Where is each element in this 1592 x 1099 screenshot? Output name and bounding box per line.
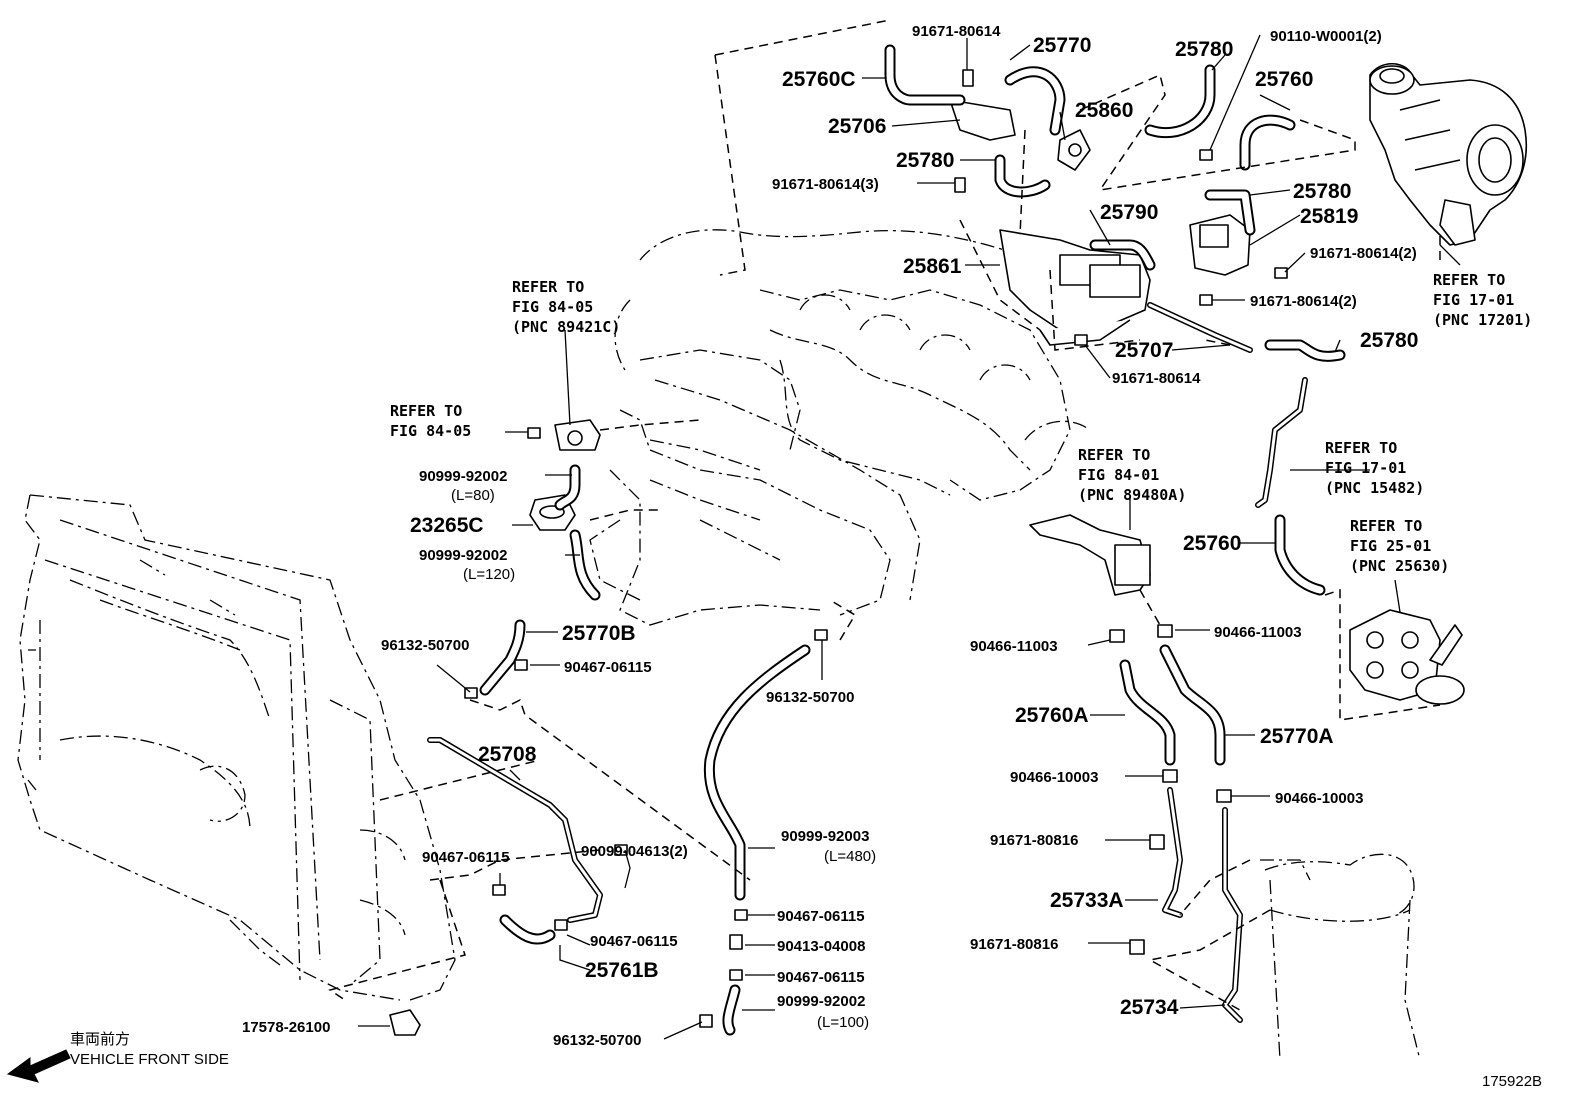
radiator bbox=[17, 494, 456, 1001]
svg-text:(PNC 25630): (PNC 25630) bbox=[1350, 557, 1449, 575]
label-90999-92002-c: 90999-92002 bbox=[777, 993, 865, 1010]
label-17578-26100: 17578-26100 bbox=[242, 1019, 330, 1036]
label-91671-80614-b: 91671-80614 bbox=[1112, 370, 1201, 387]
figure-id: 175922B bbox=[1482, 1073, 1542, 1090]
label-90466-11003-b: 90466-11003 bbox=[1214, 624, 1302, 641]
svg-text:FIG 84-01: FIG 84-01 bbox=[1078, 466, 1159, 484]
dashed-boundaries bbox=[328, 19, 1441, 1011]
label-90999-92002-a-len: (L=80) bbox=[451, 487, 495, 504]
svg-text:REFER TO: REFER TO bbox=[1078, 446, 1150, 464]
refer-fig-84-01: REFER TO FIG 84-01 (PNC 89480A) bbox=[1078, 446, 1186, 504]
label-25760-top: 25760 bbox=[1255, 68, 1313, 91]
svg-text:FIG 17-01: FIG 17-01 bbox=[1433, 291, 1514, 309]
label-90110-w0001: 90110-W0001(2) bbox=[1270, 28, 1382, 45]
label-25770a: 25770A bbox=[1260, 725, 1334, 748]
svg-text:(PNC 89421C): (PNC 89421C) bbox=[512, 318, 620, 336]
label-90999-92003: 90999-92003 bbox=[781, 828, 869, 845]
label-90999-92002-b-len: (L=120) bbox=[463, 566, 515, 583]
label-96132-50700-a: 96132-50700 bbox=[381, 637, 469, 654]
svg-text:REFER TO: REFER TO bbox=[1433, 271, 1505, 289]
sensor-bracket bbox=[1029, 514, 1151, 596]
label-90467-06115-d: 90467-06115 bbox=[590, 933, 678, 950]
svg-text:REFER TO: REFER TO bbox=[390, 402, 462, 420]
label-90467-06115-c: 90467-06115 bbox=[777, 908, 865, 925]
label-25780-top: 25780 bbox=[1175, 38, 1233, 61]
vehicle-front-jp: 車両前方 bbox=[70, 1031, 130, 1048]
label-25734: 25734 bbox=[1120, 996, 1179, 1019]
label-23265c: 23265C bbox=[410, 514, 484, 537]
vsv-bracket bbox=[949, 99, 1253, 353]
svg-text:(PNC 15482): (PNC 15482) bbox=[1325, 479, 1424, 497]
refer-fig-25-01: REFER TO FIG 25-01 (PNC 25630) bbox=[1350, 517, 1449, 575]
label-90413-04008: 90413-04008 bbox=[777, 938, 865, 955]
label-25760c: 25760C bbox=[782, 68, 856, 91]
svg-text:FIG 17-01: FIG 17-01 bbox=[1325, 459, 1406, 477]
label-25819: 25819 bbox=[1300, 205, 1358, 228]
label-90466-10003-a: 90466-10003 bbox=[1010, 769, 1098, 786]
hardware bbox=[389, 69, 1288, 1036]
label-25708: 25708 bbox=[478, 743, 537, 766]
label-90999-92002-a: 90999-92002 bbox=[419, 468, 507, 485]
label-90999-92003-len: (L=480) bbox=[824, 848, 876, 865]
label-25860: 25860 bbox=[1075, 99, 1133, 122]
label-90999-92002-b: 90999-92002 bbox=[419, 547, 507, 564]
label-90467-06115-a: 90467-06115 bbox=[564, 659, 652, 676]
hoses bbox=[479, 44, 1346, 1036]
svg-text:REFER TO: REFER TO bbox=[1350, 517, 1422, 535]
refer-fig-84-05: REFER TO FIG 84-05 bbox=[390, 402, 471, 440]
refer-callouts: REFER TO FIG 84-05 (PNC 89421C) REFER TO… bbox=[390, 271, 1532, 575]
pipes bbox=[427, 377, 1308, 1023]
label-25760a: 25760A bbox=[1015, 704, 1089, 727]
actuator bbox=[1349, 609, 1465, 705]
svg-text:REFER TO: REFER TO bbox=[1325, 439, 1397, 457]
label-25760: 25760 bbox=[1183, 532, 1241, 555]
label-90099-04613: 90099-04613(2) bbox=[581, 843, 688, 860]
label-91671-80816-a: 91671-80816 bbox=[990, 832, 1078, 849]
vehicle-front-en: VEHICLE FRONT SIDE bbox=[70, 1051, 229, 1068]
label-25761b: 25761B bbox=[585, 959, 659, 982]
svg-text:FIG 84-05: FIG 84-05 bbox=[390, 422, 471, 440]
label-90466-11003-a: 90466-11003 bbox=[970, 638, 1058, 655]
label-91671-80816-b: 91671-80816 bbox=[970, 936, 1058, 953]
svg-text:FIG 25-01: FIG 25-01 bbox=[1350, 537, 1431, 555]
leaders bbox=[358, 34, 1461, 1040]
label-25790: 25790 bbox=[1100, 201, 1158, 224]
label-25706: 25706 bbox=[828, 115, 886, 138]
refer-fig-84-05-pnc: REFER TO FIG 84-05 (PNC 89421C) bbox=[512, 278, 620, 336]
label-96132-50700-b: 96132-50700 bbox=[766, 689, 854, 706]
intake-pipe bbox=[1260, 853, 1421, 1061]
label-25733a: 25733A bbox=[1050, 889, 1124, 912]
label-90999-92002-c-len: (L=100) bbox=[817, 1014, 869, 1031]
label-91671-80614-top: 91671-80614 bbox=[912, 23, 1001, 40]
label-90467-06115-b: 90467-06115 bbox=[422, 849, 510, 866]
label-25707: 25707 bbox=[1115, 339, 1173, 362]
label-25770: 25770 bbox=[1033, 34, 1091, 57]
part-labels: 91671-80614 25770 25780 90110-W0001(2) 2… bbox=[242, 23, 1418, 1049]
label-25780-lower: 25780 bbox=[1360, 329, 1418, 352]
label-25780-right: 25780 bbox=[1293, 180, 1351, 203]
refer-fig-17-01-pnc-15482: REFER TO FIG 17-01 (PNC 15482) bbox=[1325, 439, 1424, 497]
label-91671-80614-3: 91671-80614(3) bbox=[772, 176, 879, 193]
label-25770b: 25770B bbox=[562, 622, 636, 645]
svg-text:FIG 84-05: FIG 84-05 bbox=[512, 298, 593, 316]
label-25861: 25861 bbox=[903, 255, 962, 278]
svg-text:(PNC 89480A): (PNC 89480A) bbox=[1078, 486, 1186, 504]
label-91671-80614-2b: 91671-80614(2) bbox=[1250, 293, 1357, 310]
label-25780-mid: 25780 bbox=[896, 149, 954, 172]
label-90466-10003-b: 90466-10003 bbox=[1275, 790, 1363, 807]
turbocharger bbox=[1369, 62, 1528, 246]
label-96132-50700-c: 96132-50700 bbox=[553, 1032, 641, 1049]
label-90467-06115-e: 90467-06115 bbox=[777, 969, 865, 986]
vehicle-front-arrow-icon bbox=[6, 1049, 71, 1083]
refer-fig-17-01-turbo: REFER TO FIG 17-01 (PNC 17201) bbox=[1433, 271, 1532, 329]
label-91671-80614-2a: 91671-80614(2) bbox=[1310, 245, 1417, 262]
engine-outline bbox=[589, 229, 1091, 626]
svg-text:REFER TO: REFER TO bbox=[512, 278, 584, 296]
footer: 車両前方 VEHICLE FRONT SIDE 175922B bbox=[6, 1031, 1542, 1090]
svg-text:(PNC 17201): (PNC 17201) bbox=[1433, 311, 1532, 329]
